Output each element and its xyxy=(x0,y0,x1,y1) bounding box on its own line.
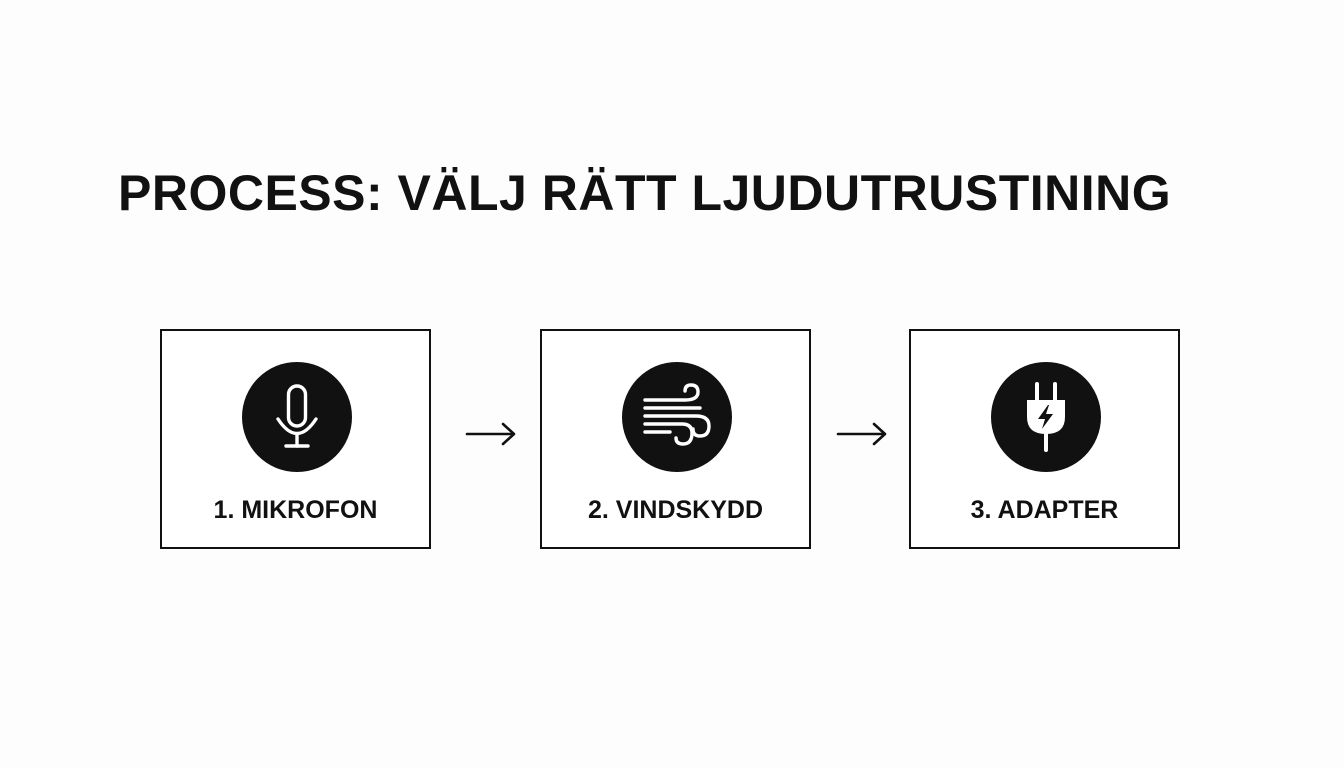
step-box-vindskydd: 2. VINDSKYDD xyxy=(540,329,811,549)
arrow-right-icon xyxy=(836,422,887,446)
step-box-mikrofon: 1. MIKROFON xyxy=(160,329,431,549)
step-box-adapter: 3. ADAPTER xyxy=(909,329,1180,549)
arrow-right-icon xyxy=(465,422,516,446)
plug-icon xyxy=(991,362,1101,472)
step-label-vindskydd: 2. VINDSKYDD xyxy=(587,496,764,524)
wind-icon xyxy=(622,362,732,472)
diagram-title: PROCESS: VÄLJ RÄTT LJUDUTRUSTINING xyxy=(118,165,1172,221)
step-label-mikrofon: 1. MIKROFON xyxy=(213,496,378,524)
step-label-adapter: 3. ADAPTER xyxy=(970,496,1119,524)
microphone-icon xyxy=(242,362,352,472)
